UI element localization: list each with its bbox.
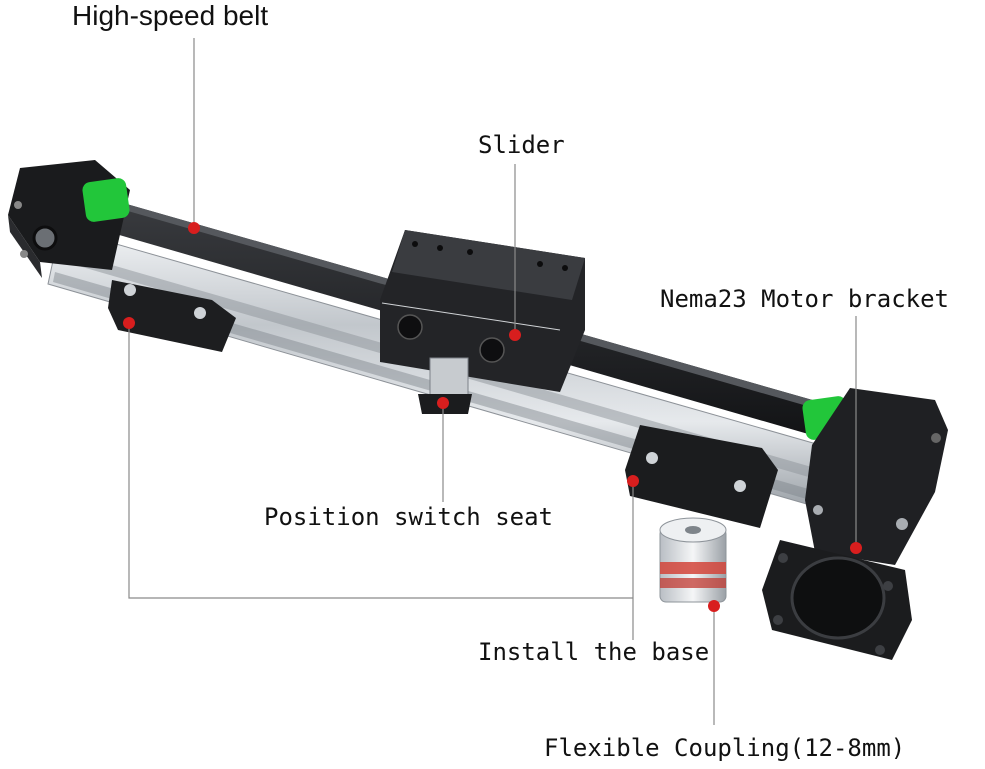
label-install-base: Install the base [478, 638, 710, 666]
label-motor-bracket: Nema23 Motor bracket [660, 285, 949, 313]
switch-marker [437, 397, 449, 409]
slider-carriage [380, 230, 585, 392]
leader-lines [128, 38, 857, 725]
belt-marker [188, 222, 200, 234]
right-install-base [625, 425, 778, 528]
right-end-block [805, 388, 948, 565]
left-base-marker [123, 317, 135, 329]
nema23-motor-bracket [762, 540, 912, 660]
marker-dots [123, 222, 862, 612]
label-position-switch-seat: Position switch seat [264, 503, 553, 531]
flexible-coupling [659, 517, 727, 603]
base-leader-line [128, 323, 633, 599]
motor-marker [850, 542, 862, 554]
label-high-speed-belt: High-speed belt [72, 0, 269, 31]
right-base-marker [627, 475, 639, 487]
label-slider: Slider [478, 131, 565, 159]
left-belt-cap [82, 178, 130, 222]
label-flexible-coupling: Flexible Coupling(12-8mm) [544, 734, 906, 762]
slider-marker [509, 329, 521, 341]
coupling-marker [708, 600, 720, 612]
left-install-base [108, 280, 236, 352]
